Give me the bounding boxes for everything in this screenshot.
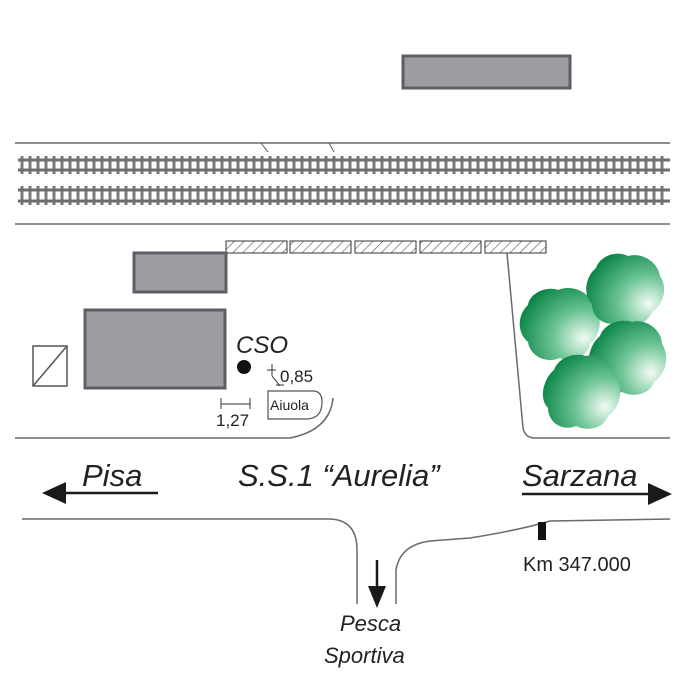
tree-2	[586, 253, 665, 325]
cso-label: CSO	[236, 332, 288, 359]
dimension-127	[220, 398, 251, 409]
tree-4	[542, 354, 621, 429]
building-top	[401, 54, 572, 90]
property-boundary-right	[506, 252, 670, 439]
road-name-label: S.S.1 “Aurelia”	[238, 458, 441, 493]
tree-cluster-icon	[519, 253, 667, 429]
dimension-127-label: 1,27	[216, 411, 249, 430]
arrow-to-sarzana-icon	[522, 483, 672, 505]
railway-tracks	[18, 142, 670, 205]
building-large	[83, 308, 227, 390]
arrow-to-pesca-sportiva-icon	[368, 560, 386, 608]
property-boundary-left	[15, 397, 334, 439]
road-edge-lower-right	[395, 518, 671, 604]
sarzana-label: Sarzana	[522, 458, 637, 493]
building-small	[132, 251, 228, 294]
railway-track-upper	[18, 156, 670, 174]
hatched-fence	[225, 240, 547, 254]
railway-track-lower	[18, 186, 670, 205]
tree-1	[519, 287, 600, 361]
dimension-085-label: 0,85	[280, 367, 313, 386]
aiuola-label: Aiuola	[270, 397, 309, 413]
pesca-label-line2: Sportiva	[324, 643, 405, 668]
aiuola-flowerbed	[267, 390, 323, 420]
kilometre-marker-icon	[538, 522, 546, 540]
road-edge-lower-left	[22, 518, 358, 604]
arrow-to-pisa-icon	[42, 482, 158, 504]
pisa-label: Pisa	[82, 458, 142, 493]
pesca-label-line1: Pesca	[340, 611, 401, 636]
utility-box-icon	[32, 345, 68, 387]
dimension-085	[267, 364, 284, 387]
cso-point-marker-icon	[237, 360, 251, 374]
km-label: Km 347.000	[523, 554, 631, 576]
